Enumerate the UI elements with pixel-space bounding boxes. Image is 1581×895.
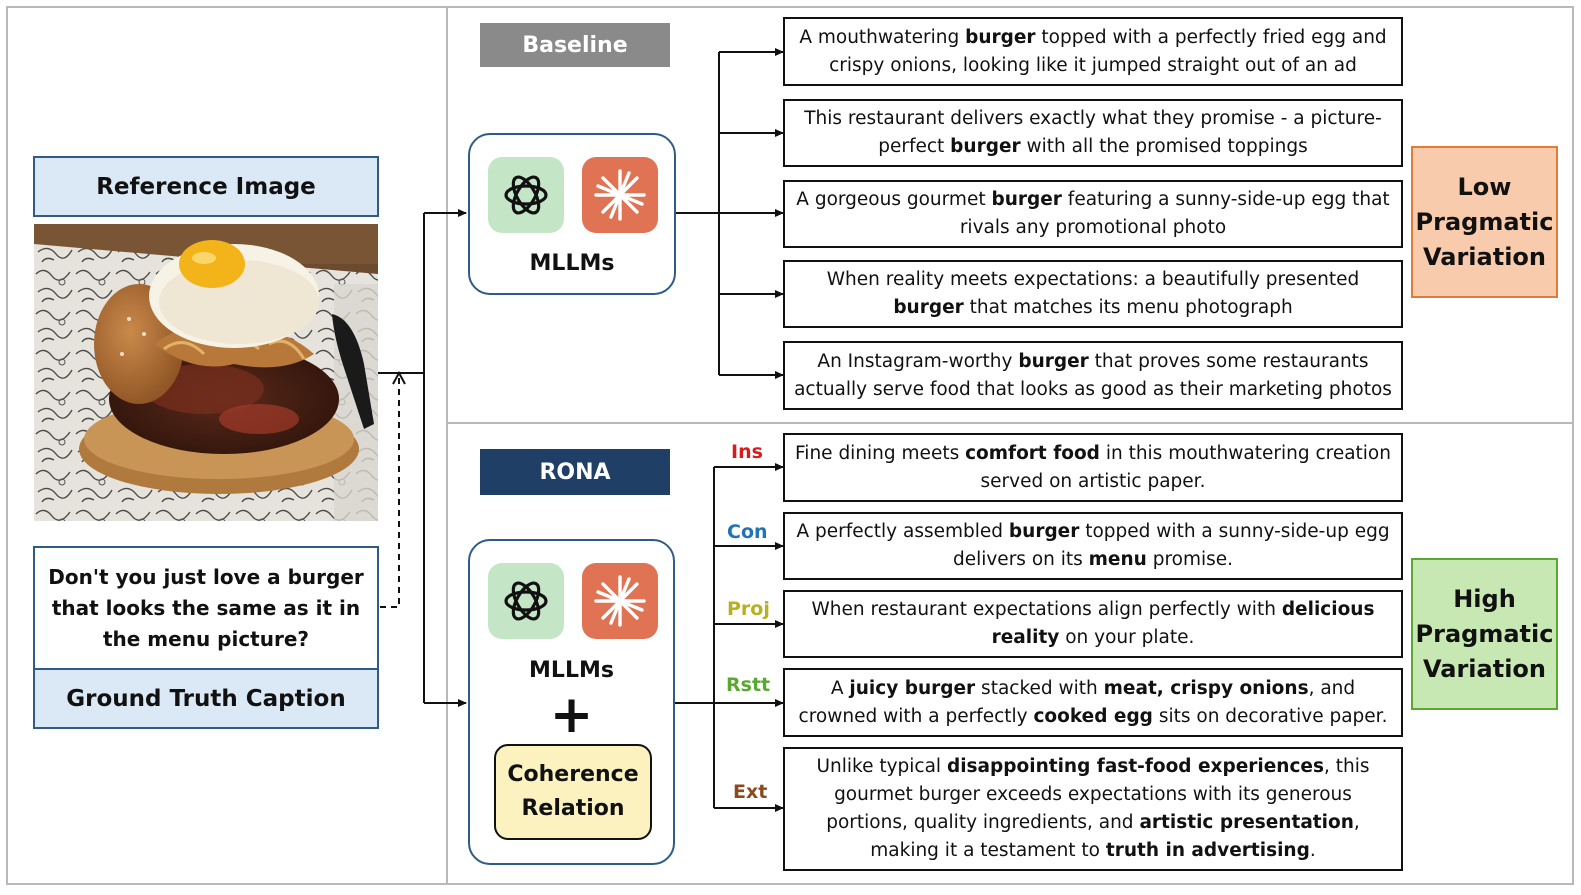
burger-photo bbox=[34, 224, 378, 521]
caption-text: When reality meets expectations: a beaut… bbox=[793, 266, 1393, 322]
caption-fragment: A gorgeous gourmet bbox=[796, 189, 992, 210]
ground-truth-caption: Don't you just love a burger that looks … bbox=[33, 546, 379, 670]
caption-fragment: A mouthwatering bbox=[799, 26, 966, 48]
relation-label-con: Con bbox=[727, 521, 768, 543]
relation-label-ins: Ins bbox=[731, 441, 763, 463]
caption-text: This restaurant delivers exactly what th… bbox=[793, 105, 1393, 161]
caption-fragment: featuring a sunny-side-up egg that rival… bbox=[959, 189, 1390, 238]
caption-fragment: Unlike typical bbox=[816, 756, 947, 777]
caption-keyword: artistic presentation bbox=[1139, 812, 1354, 833]
baseline-caption: When reality meets expectations: a beaut… bbox=[783, 260, 1403, 328]
caption-fragment: This restaurant delivers exactly what th… bbox=[804, 108, 1382, 157]
coherence-relation-box: Coherence Relation bbox=[494, 744, 652, 840]
caption-keyword: burger bbox=[991, 189, 1062, 210]
caption-keyword: juicy burger bbox=[849, 677, 976, 699]
caption-fragment: topped with a perfectly fried egg and cr… bbox=[829, 26, 1387, 76]
caption-text: Fine dining meets comfort food in this m… bbox=[793, 440, 1393, 496]
baseline-caption: A gorgeous gourmet burger featuring a su… bbox=[783, 180, 1403, 248]
caption-keyword: burger bbox=[965, 26, 1036, 48]
rona-tag: RONA bbox=[480, 449, 670, 495]
ground-truth-label: Ground Truth Caption bbox=[33, 668, 379, 729]
rona-caption: Fine dining meets comfort food in this m… bbox=[783, 433, 1403, 502]
caption-keyword: disappointing fast-food experiences bbox=[946, 756, 1324, 777]
caption-text: When restaurant expectations align perfe… bbox=[793, 596, 1393, 652]
baseline-mllm-label: MLLMs bbox=[529, 251, 615, 276]
claude-icon bbox=[582, 563, 658, 639]
baseline-caption: A mouthwatering burger topped with a per… bbox=[783, 17, 1403, 86]
caption-fragment: sits on decorative paper. bbox=[1152, 705, 1388, 727]
relation-label-rstt: Rstt bbox=[726, 674, 771, 696]
baseline-tag: Baseline bbox=[480, 23, 670, 67]
caption-fragment: When restaurant expectations align perfe… bbox=[811, 599, 1282, 620]
caption-keyword: menu bbox=[1088, 549, 1147, 570]
baseline-caption: This restaurant delivers exactly what th… bbox=[783, 99, 1403, 167]
high-variation-label: High Pragmatic Variation bbox=[1411, 558, 1558, 710]
openai-icon bbox=[488, 563, 564, 639]
caption-text: A mouthwatering burger topped with a per… bbox=[793, 24, 1393, 80]
caption-keyword: comfort food bbox=[965, 442, 1100, 464]
caption-fragment: with all the promised toppings bbox=[1020, 136, 1308, 157]
relation-label-ext: Ext bbox=[733, 781, 768, 803]
caption-fragment: in this mouthwatering creation served on… bbox=[980, 442, 1391, 492]
caption-fragment: , this gourmet burger exceeds expectatio… bbox=[826, 756, 1370, 833]
relation-label-proj: Proj bbox=[727, 598, 770, 620]
caption-keyword: burger bbox=[1008, 521, 1080, 542]
caption-text: An Instagram-worthy burger that proves s… bbox=[793, 348, 1393, 404]
claude-icon bbox=[582, 157, 658, 233]
caption-keyword: delicious reality bbox=[991, 599, 1375, 648]
rona-mllm-label: MLLMs bbox=[529, 658, 614, 683]
caption-fragment: , and crowned with a perfectly bbox=[798, 677, 1356, 727]
caption-fragment: promise. bbox=[1146, 549, 1234, 570]
caption-fragment: A bbox=[830, 677, 850, 699]
caption-fragment: Fine dining meets bbox=[795, 442, 966, 464]
caption-fragment: topped with a sunny-side-up egg delivers… bbox=[952, 521, 1390, 570]
rona-caption: When restaurant expectations align perfe… bbox=[783, 590, 1403, 658]
caption-keyword: cooked egg bbox=[1033, 705, 1153, 727]
rona-caption: A juicy burger stacked with meat, crispy… bbox=[783, 668, 1403, 737]
caption-keyword: burger bbox=[893, 297, 964, 318]
caption-fragment: An Instagram-worthy bbox=[817, 350, 1019, 372]
openai-icon bbox=[488, 157, 564, 233]
baseline-mllm-box: MLLMs bbox=[468, 133, 676, 295]
reference-image-label: Reference Image bbox=[33, 156, 379, 217]
baseline-caption: An Instagram-worthy burger that proves s… bbox=[783, 341, 1403, 410]
rona-panel bbox=[446, 422, 1574, 885]
rona-caption: A perfectly assembled burger topped with… bbox=[783, 512, 1403, 580]
rona-caption: Unlike typical disappointing fast-food e… bbox=[783, 747, 1403, 871]
caption-fragment: on your plate. bbox=[1059, 627, 1195, 648]
rona-mllm-box: MLLMs + Coherence Relation bbox=[468, 539, 675, 865]
caption-keyword: meat, crispy onions bbox=[1103, 677, 1309, 699]
caption-fragment: that matches its menu photograph bbox=[963, 297, 1293, 318]
low-variation-label: Low Pragmatic Variation bbox=[1411, 146, 1558, 298]
caption-keyword: burger bbox=[950, 136, 1021, 157]
caption-text: Unlike typical disappointing fast-food e… bbox=[793, 753, 1393, 865]
caption-keyword: truth in advertising bbox=[1105, 840, 1310, 861]
caption-fragment: that proves some restaurants actually se… bbox=[794, 350, 1392, 400]
caption-fragment: A perfectly assembled bbox=[796, 521, 1009, 542]
caption-fragment: When reality meets expectations: a beaut… bbox=[826, 269, 1360, 290]
caption-text: A perfectly assembled burger topped with… bbox=[793, 518, 1393, 574]
caption-keyword: burger bbox=[1018, 350, 1089, 372]
caption-fragment: , making it a testament to bbox=[870, 812, 1360, 861]
caption-fragment: stacked with bbox=[975, 677, 1104, 699]
caption-text: A juicy burger stacked with meat, crispy… bbox=[793, 675, 1393, 731]
caption-text: A gorgeous gourmet burger featuring a su… bbox=[793, 186, 1393, 242]
caption-fragment: . bbox=[1309, 840, 1316, 861]
plus-sign: + bbox=[549, 685, 594, 745]
